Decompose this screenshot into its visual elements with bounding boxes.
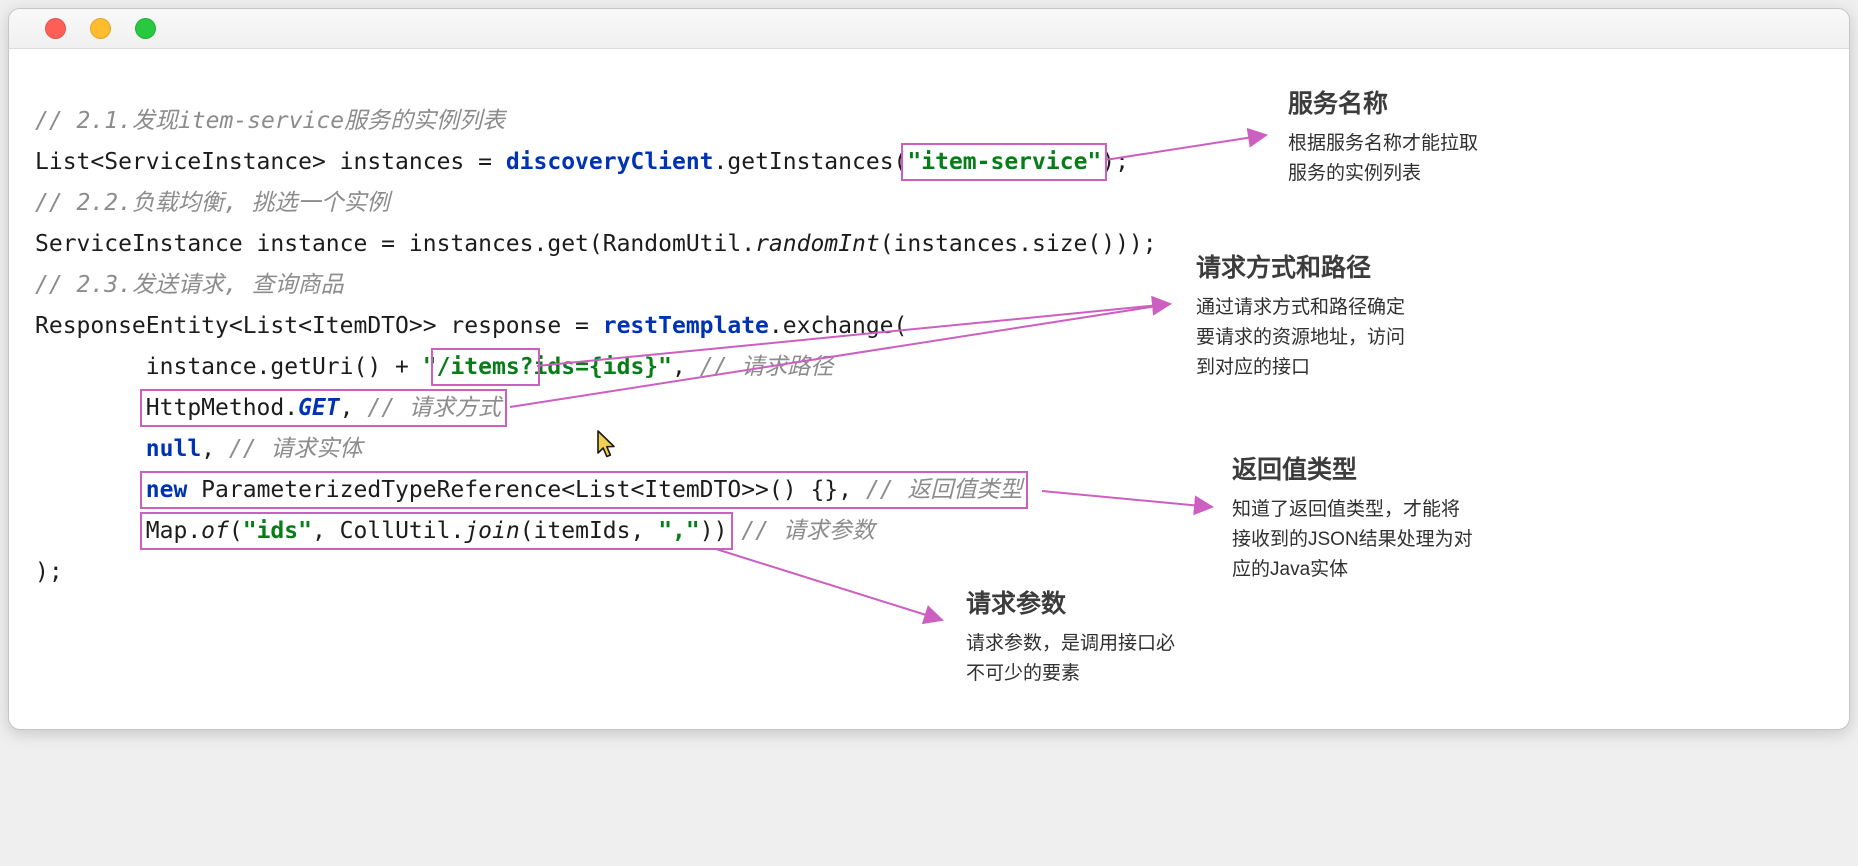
code-token: // 2.1.发现item-service服务的实例列表: [35, 108, 506, 134]
code-token: null: [145, 436, 202, 462]
code-block: // 2.1.发现item-service服务的实例列表 List<Service…: [35, 101, 1157, 593]
code-token: // 请求路径: [699, 354, 834, 380]
code-token: List<ServiceInstance> instances =: [35, 149, 506, 175]
highlight-box: "item-service": [901, 143, 1108, 181]
code-line: HttpMethod.GET, // 请求方式: [35, 388, 1157, 429]
code-line: // 2.3.发送请求, 查询商品: [35, 265, 1157, 306]
code-token: (itemIds,: [519, 518, 659, 544]
code-line: // 2.1.发现item-service服务的实例列表: [35, 101, 1157, 142]
code-token: [35, 395, 146, 421]
callout-body: 根据服务名称才能拉取服务的实例列表: [1288, 133, 1479, 184]
callout-service-name: 服务名称 根据服务名称才能拉取服务的实例列表: [1288, 84, 1486, 189]
code-token: [727, 518, 741, 544]
code-line: null, // 请求实体: [35, 429, 1157, 470]
code-line: // 2.2.负载均衡, 挑选一个实例: [35, 183, 1157, 224]
code-token: [35, 518, 146, 544]
code-token: /items?: [436, 354, 534, 380]
code-token: (instances.size()));: [879, 231, 1157, 257]
code-token: GET: [298, 395, 340, 421]
code-token: discoveryClient: [505, 149, 714, 175]
callout-body: 请求参数，是调用接口必不可少的要素: [966, 633, 1176, 684]
callout-request-params: 请求参数 请求参数，是调用接口必不可少的要素: [966, 584, 1186, 689]
code-token: ,: [672, 354, 700, 380]
code-token: );: [1101, 149, 1129, 175]
code-token: // 请求实体: [228, 436, 363, 462]
code-token: );: [35, 559, 63, 585]
highlight-box: HttpMethod.GET, // 请求方式: [139, 389, 507, 427]
code-token: ServiceInstance instance = instances.get…: [35, 231, 756, 257]
callout-title: 请求参数: [966, 590, 1067, 618]
highlight-box: /items?: [430, 348, 540, 386]
code-line: );: [35, 552, 1157, 593]
code-token: , CollUtil.: [311, 518, 465, 544]
callout-body: 通过请求方式和路径确定要请求的资源地址，访问到对应的接口: [1196, 297, 1406, 378]
code-token: new: [145, 477, 188, 503]
code-token: restTemplate: [602, 313, 769, 339]
code-token: "item-service": [907, 149, 1102, 175]
code-token: ,: [201, 436, 229, 462]
code-token: (: [228, 518, 243, 544]
code-token: // 请求方式: [367, 395, 501, 421]
code-token: "ids": [242, 518, 312, 544]
callout-method-path: 请求方式和路径 通过请求方式和路径确定要请求的资源地址，访问到对应的接口: [1196, 248, 1414, 383]
code-token: [35, 436, 146, 462]
code-line: Map.of("ids", CollUtil.join(itemIds, ","…: [35, 511, 1157, 552]
code-token: join: [464, 518, 520, 544]
code-token: ,: [339, 395, 368, 421]
code-line: ServiceInstance instance = instances.get…: [35, 224, 1157, 265]
code-token: // 2.3.发送请求, 查询商品: [35, 272, 344, 298]
code-line: new ParameterizedTypeReference<List<Item…: [35, 470, 1157, 511]
zoom-button[interactable]: [135, 18, 156, 39]
code-token: [35, 477, 146, 503]
callout-title: 请求方式和路径: [1196, 254, 1372, 282]
code-token: .getInstances(: [713, 149, 908, 175]
code-token: .exchange(: [768, 313, 908, 339]
code-token: ": [422, 354, 437, 380]
code-token: // 2.2.负载均衡, 挑选一个实例: [35, 190, 390, 216]
code-token: ResponseEntity<List<ItemDTO>> response =: [35, 313, 603, 339]
code-line: instance.getUri() + "/items?ids={ids}", …: [35, 347, 1157, 388]
code-token: // 返回值类型: [865, 477, 1023, 503]
code-token: ParameterizedTypeReference<List<ItemDTO>…: [187, 477, 866, 503]
code-token: )): [699, 518, 728, 544]
window-titlebar: [9, 9, 1849, 49]
code-line: List<ServiceInstance> instances = discov…: [35, 142, 1157, 183]
minimize-button[interactable]: [90, 18, 111, 39]
code-token: ",": [658, 518, 700, 544]
callout-title: 返回值类型: [1232, 456, 1358, 484]
highlight-box: new ParameterizedTypeReference<List<Item…: [139, 471, 1029, 509]
close-button[interactable]: [45, 18, 66, 39]
callout-return-type: 返回值类型 知道了返回值类型，才能将接收到的JSON结果处理为对应的Java实体: [1232, 450, 1474, 585]
highlight-box: Map.of("ids", CollUtil.join(itemIds, ","…: [139, 512, 734, 550]
code-token: randomInt: [755, 231, 880, 257]
code-token: instance.getUri() +: [35, 354, 423, 380]
code-line: ResponseEntity<List<ItemDTO>> response =…: [35, 306, 1157, 347]
callout-title: 服务名称: [1288, 90, 1389, 118]
code-token: of: [201, 518, 229, 544]
code-token: Map.: [145, 518, 202, 544]
code-token: ids={ids}": [533, 354, 673, 380]
code-token: // 请求参数: [741, 518, 875, 544]
callout-body: 知道了返回值类型，才能将接收到的JSON结果处理为对应的Java实体: [1232, 499, 1473, 580]
code-token: HttpMethod.: [145, 395, 299, 421]
